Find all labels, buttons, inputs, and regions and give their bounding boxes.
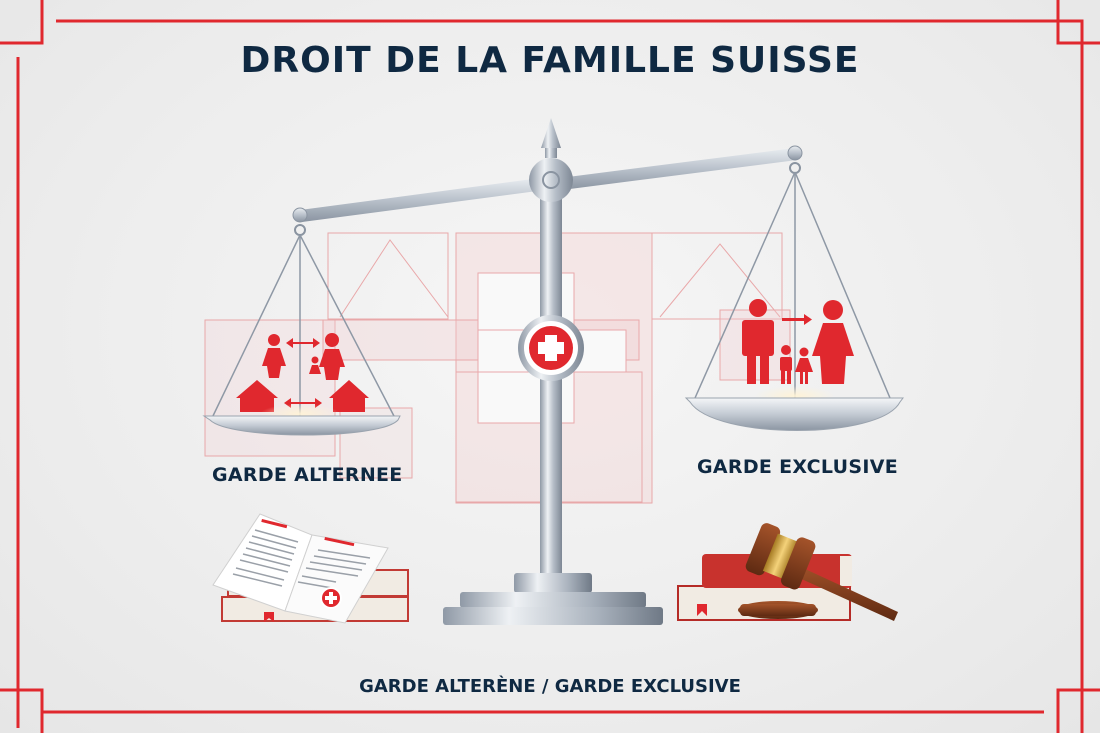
swiss-seal-icon <box>320 587 342 609</box>
scale-pillar <box>443 118 663 625</box>
gavel-icon <box>738 523 898 621</box>
boy-icon <box>780 345 792 384</box>
father-icon <box>742 299 774 384</box>
books-and-gavel <box>677 523 898 621</box>
house-icon <box>329 380 369 412</box>
right-scale-pan <box>684 171 904 431</box>
girl-icon <box>795 347 813 384</box>
left-scale-pan <box>202 234 401 436</box>
mother-icon <box>262 334 286 378</box>
arrow-right-icon <box>782 314 812 325</box>
arrow-both-icon <box>286 338 320 348</box>
open-book <box>212 513 389 624</box>
house-icon <box>236 380 278 412</box>
father-icon <box>319 333 345 380</box>
mother-icon <box>812 300 854 384</box>
open-book-stack <box>212 513 409 624</box>
page-title: DROIT DE LA FAMILLE SUISSE <box>240 40 860 81</box>
right-pan-label: GARDE EXCLUSIVE <box>697 456 898 478</box>
left-pan-label: GARDE ALTERNEE <box>212 464 403 486</box>
footer-caption: GARDE ALTERÈNE / GARDE EXCLUSIVE <box>359 676 741 697</box>
child-icon <box>309 356 321 374</box>
scale-beam <box>292 145 803 236</box>
swiss-cross-icon <box>518 315 584 381</box>
